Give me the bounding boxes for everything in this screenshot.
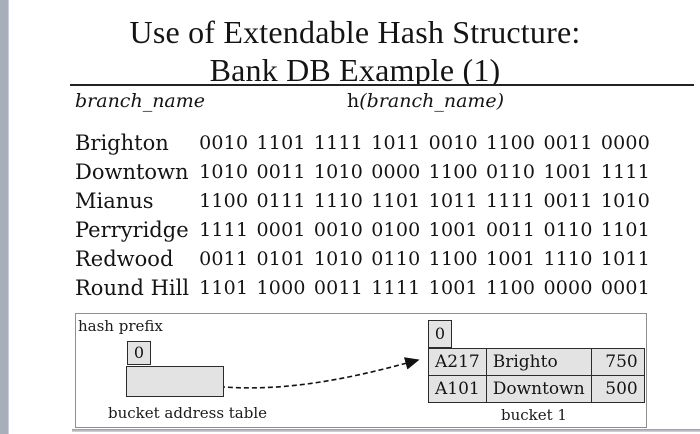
hash-prefix-label: hash prefix <box>78 317 163 335</box>
hash-table-header: branch_name h(branch_name) <box>0 90 700 116</box>
hash-value-cell: 1100 0111 1110 1101 1011 1111 0011 1010 <box>199 190 650 212</box>
hash-value-cell: 1111 0001 0010 0100 1001 0011 0110 1101 <box>199 219 650 241</box>
bucket-address-table-slot <box>126 366 224 397</box>
branch-name-cell: Brighton <box>75 131 169 155</box>
bucket-local-depth-box: 0 <box>428 320 452 348</box>
bucket-row: A217 Brighto 750 <box>428 348 645 376</box>
slide-bottom-rule <box>72 429 700 432</box>
branch-name-cell: Downtown <box>75 160 189 184</box>
hash-prefix-value-box: 0 <box>127 341 151 365</box>
bucket-1-table: A217 Brighto 750 A101 Downtown 500 <box>428 348 645 403</box>
table-row: Brighton 0010 1101 1111 1011 0010 1100 0… <box>75 129 650 158</box>
branch-name-cell: Perryridge <box>75 218 189 242</box>
slide-left-accent-bar <box>0 0 9 434</box>
bucket-1-label: bucket 1 <box>501 406 567 424</box>
table-row: Round Hill 1101 1000 0011 1111 1001 1100… <box>75 274 650 303</box>
table-row: Mianus 1100 0111 1110 1101 1011 1111 001… <box>75 187 650 216</box>
table-row: Perryridge 1111 0001 0010 0100 1001 0011… <box>75 216 650 245</box>
table-row: Downtown 1010 0011 1010 0000 1100 0110 1… <box>75 158 650 187</box>
extendable-hash-diagram: hash prefix 0 bucket address table 0 A21… <box>75 313 647 428</box>
account-cell: A101 <box>428 375 487 403</box>
column-header-branch-name: branch_name <box>75 90 206 112</box>
pointer-arrow <box>203 357 420 389</box>
hash-function-symbol: h <box>347 90 360 112</box>
table-row: Redwood 0011 0101 1010 0110 1100 1001 11… <box>75 245 650 274</box>
hash-value-cell: 1101 1000 0011 1111 1001 1100 0000 0001 <box>199 277 650 299</box>
branch-cell: Downtown <box>485 375 592 403</box>
hash-table-rows: Brighton 0010 1101 1111 1011 0010 1100 0… <box>75 129 650 303</box>
slide-title-line1: Use of Extendable Hash Structure: <box>129 14 581 50</box>
title-underline-rule <box>70 84 694 86</box>
balance-cell: 750 <box>590 348 645 376</box>
branch-name-cell: Round Hill <box>75 276 190 300</box>
hash-function-argument: (branch_name) <box>359 90 505 112</box>
branch-name-cell: Mianus <box>75 189 154 213</box>
balance-cell: 500 <box>590 375 645 403</box>
column-header-hash: h(branch_name) <box>347 90 504 112</box>
slide-title: Use of Extendable Hash Structure: Bank D… <box>30 0 680 86</box>
hash-value-cell: 1010 0011 1010 0000 1100 0110 1001 1111 <box>199 161 650 183</box>
bucket-row: A101 Downtown 500 <box>428 375 645 403</box>
bucket-address-table-label: bucket address table <box>108 404 268 422</box>
slide-title-line2: Bank DB Example (1) <box>209 52 501 86</box>
branch-name-cell: Redwood <box>75 247 174 271</box>
account-cell: A217 <box>428 348 487 376</box>
hash-value-cell: 0010 1101 1111 1011 0010 1100 0011 0000 <box>199 132 650 154</box>
hash-value-cell: 0011 0101 1010 0110 1100 1001 1110 1011 <box>199 248 650 270</box>
branch-cell: Brighto <box>485 348 592 376</box>
